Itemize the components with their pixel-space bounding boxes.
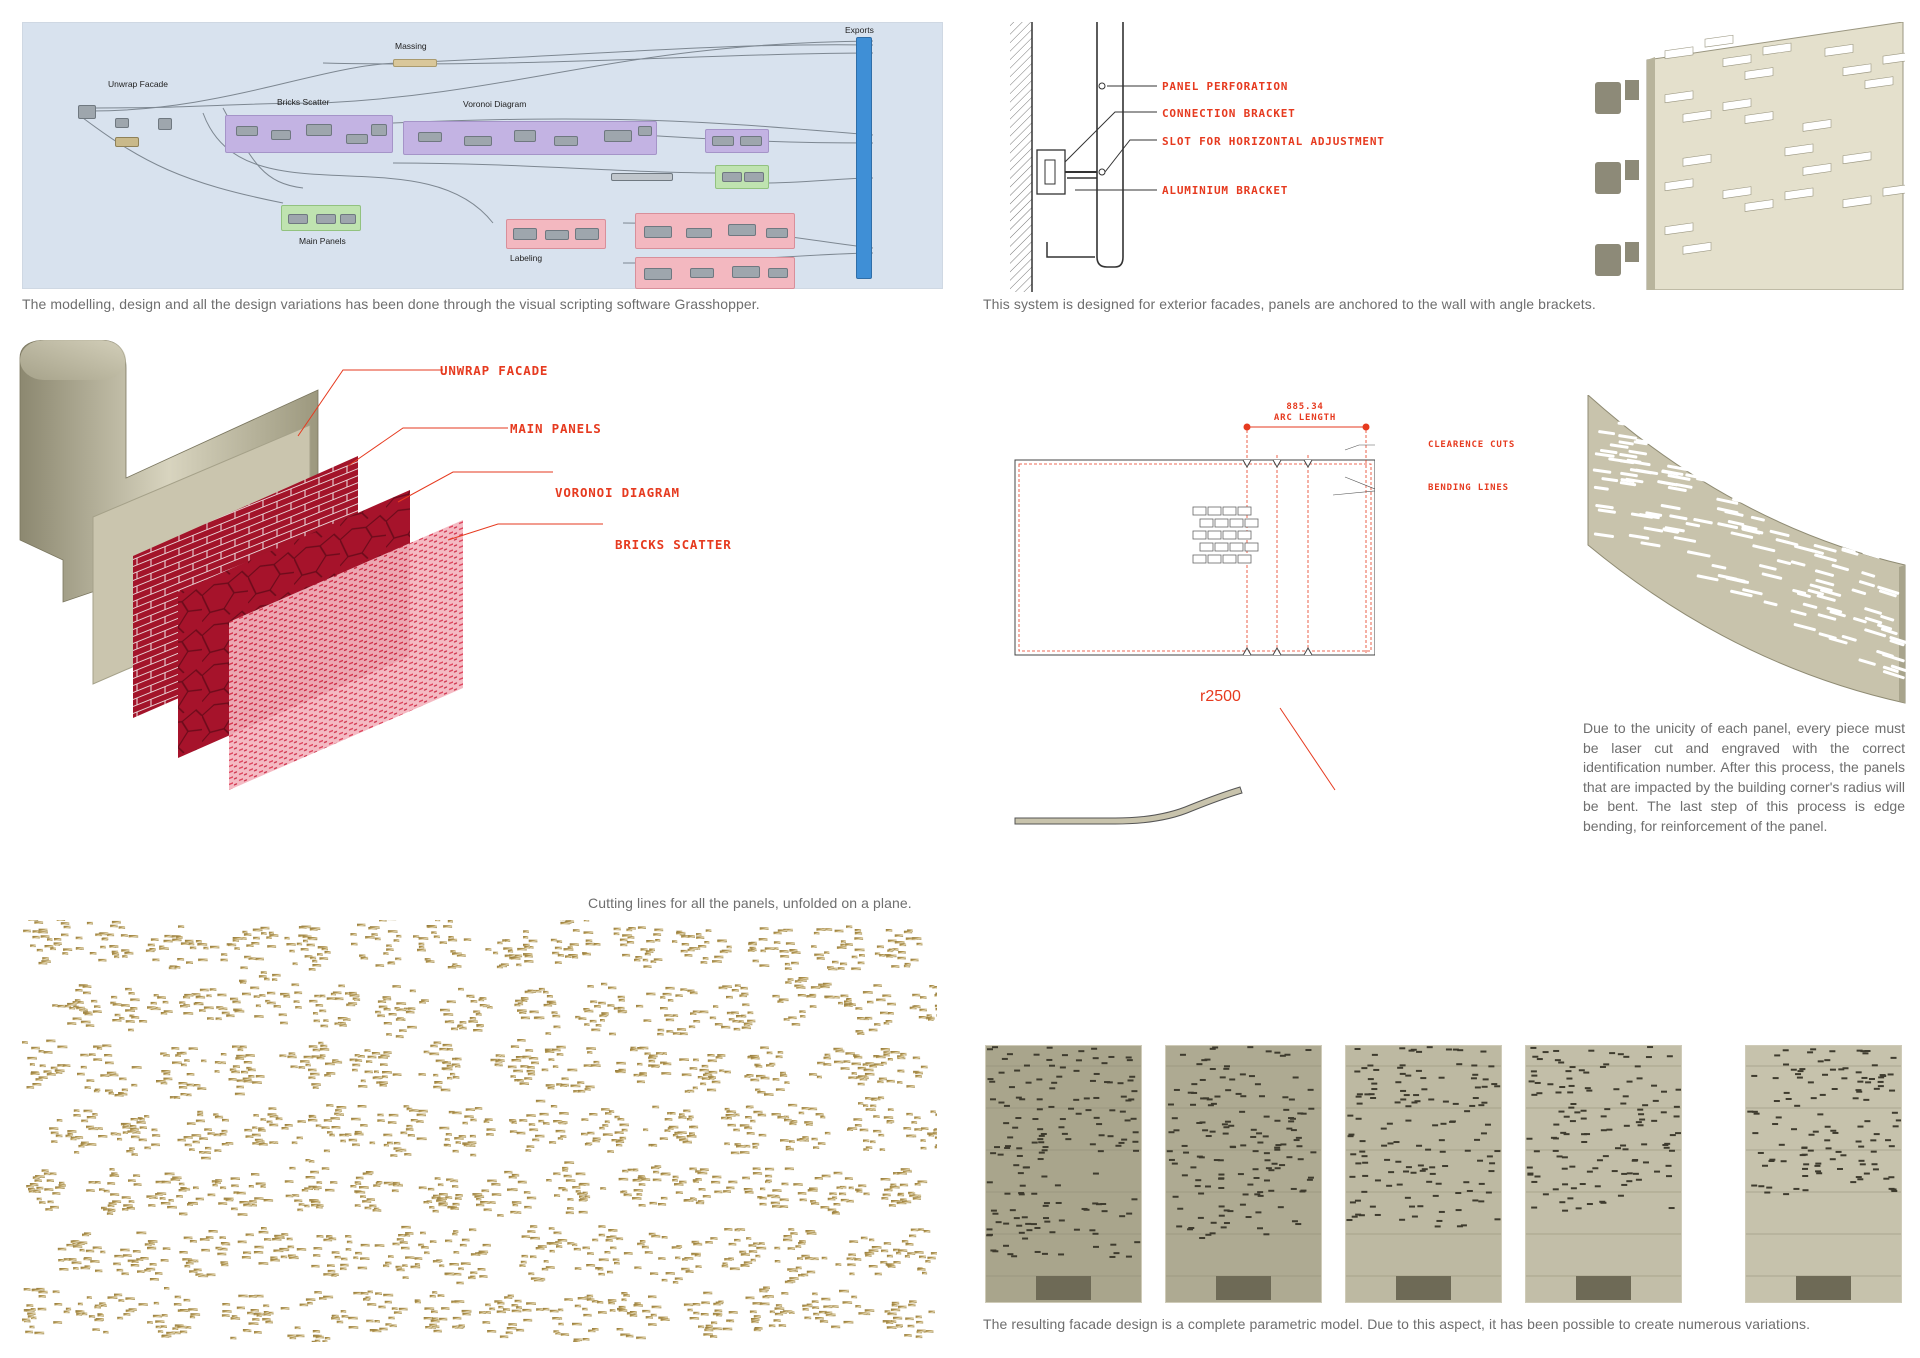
label-aluminium-bracket: ALUMINIUM BRACKET	[1162, 184, 1289, 197]
facade-variation-4	[1525, 1045, 1682, 1303]
gh-exports-bar	[856, 37, 872, 279]
variations-caption: The resulting facade design is a complet…	[983, 1316, 1811, 1332]
layer-label-bricks-scatter: BRICKS SCATTER	[615, 537, 732, 552]
arc-length-label: ARC LENGTH	[1273, 413, 1337, 423]
bending-lines-label: BENDING LINES	[1428, 483, 1509, 493]
gh-group-voronoi	[403, 121, 657, 155]
facade-variation-5	[1745, 1045, 1902, 1303]
gh-label-unwrap: Unwrap Facade	[108, 79, 169, 89]
label-panel-perforation: PANEL PERFORATION	[1162, 80, 1289, 93]
gh-group-main-panels	[281, 205, 361, 231]
gh-group-purple-small	[705, 129, 769, 153]
arc-length-value: 885.34	[1286, 402, 1324, 412]
radius-label: r2500	[1200, 688, 1241, 705]
gh-label-massing: Massing	[395, 41, 427, 51]
gh-label-bricks: Bricks Scatter	[277, 97, 330, 107]
layer-label-main-panels: MAIN PANELS	[510, 421, 602, 436]
label-slot-horizontal: SLOT FOR HORIZONTAL ADJUSTMENT	[1162, 135, 1385, 148]
gh-label-main-panels: Main Panels	[299, 236, 346, 246]
layer-label-voronoi-diagram: VORONOI DIAGRAM	[555, 485, 680, 500]
grasshopper-canvas: Massing Exports Unwrap Facade Bricks Sca…	[22, 22, 943, 289]
gh-wires	[82, 40, 874, 264]
facade-variation-2	[1165, 1045, 1322, 1303]
gh-massing-node	[393, 59, 437, 67]
label-connection-bracket: CONNECTION BRACKET	[1162, 107, 1296, 120]
gh-label-voronoi: Voronoi Diagram	[463, 99, 527, 109]
gh-node	[158, 118, 172, 130]
gh-group-green-small	[715, 165, 769, 189]
gh-label-exports: Exports	[845, 25, 874, 35]
gh-group-pink-top	[635, 213, 795, 249]
bracket-caption: This system is designed for exterior fac…	[983, 296, 1596, 312]
grasshopper-caption: The modelling, design and all the design…	[22, 296, 760, 312]
gh-unwrap-node	[78, 105, 96, 119]
gh-group-pink-bottom	[635, 257, 795, 289]
exploded-layers-diagram	[19, 340, 603, 790]
perforated-panel-iso	[1595, 22, 1905, 290]
cutting-lines-pattern	[22, 920, 937, 1342]
fabrication-description: Due to the unicity of each panel, every …	[1583, 720, 1905, 834]
clearence-cuts-label: CLEARENCE CUTS	[1428, 440, 1516, 450]
gh-node	[115, 118, 129, 128]
gh-node	[115, 137, 139, 147]
gh-node	[611, 173, 673, 181]
layer-label-unwrap-facade: UNWRAP FACADE	[440, 363, 549, 378]
bracket-section-drawing	[1010, 22, 1157, 292]
cutting-caption: Cutting lines for all the panels, unfold…	[588, 895, 912, 911]
facade-variation-1	[985, 1045, 1142, 1303]
facade-variation-3	[1345, 1045, 1502, 1303]
bending-drawing	[1014, 423, 1375, 825]
gh-group-bricks	[225, 115, 393, 153]
gh-group-labeling	[506, 219, 606, 249]
curved-perforated-panel	[1587, 395, 1908, 704]
gh-label-labeling: Labeling	[510, 253, 543, 263]
